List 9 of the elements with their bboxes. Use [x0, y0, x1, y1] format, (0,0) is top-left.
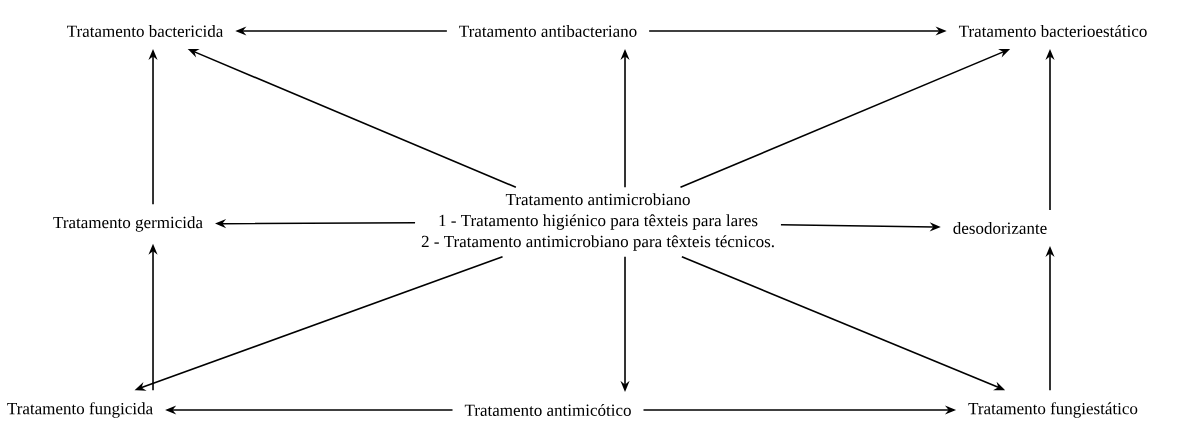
central-text: Tratamento antimicrobiano 1 - Tratamento higiénico para têxteis para lares 2 - Tratamento antimicrobiano para têxteis técnicos. [421, 193, 774, 251]
label-text: Tratamento germicida [53, 216, 203, 232]
label-text: desodorizante [953, 222, 1047, 234]
label-text: Tratamento fungiestático [968, 402, 1138, 418]
label-text: Tratamento bactericida [67, 25, 224, 37]
label-text: Tratamento fungicida [7, 402, 153, 418]
label-text: Tratamento antibacteriano [459, 25, 637, 37]
label-text: Tratamento bacterioestático [959, 25, 1147, 37]
label-text: Tratamento antimicótico [464, 404, 631, 416]
